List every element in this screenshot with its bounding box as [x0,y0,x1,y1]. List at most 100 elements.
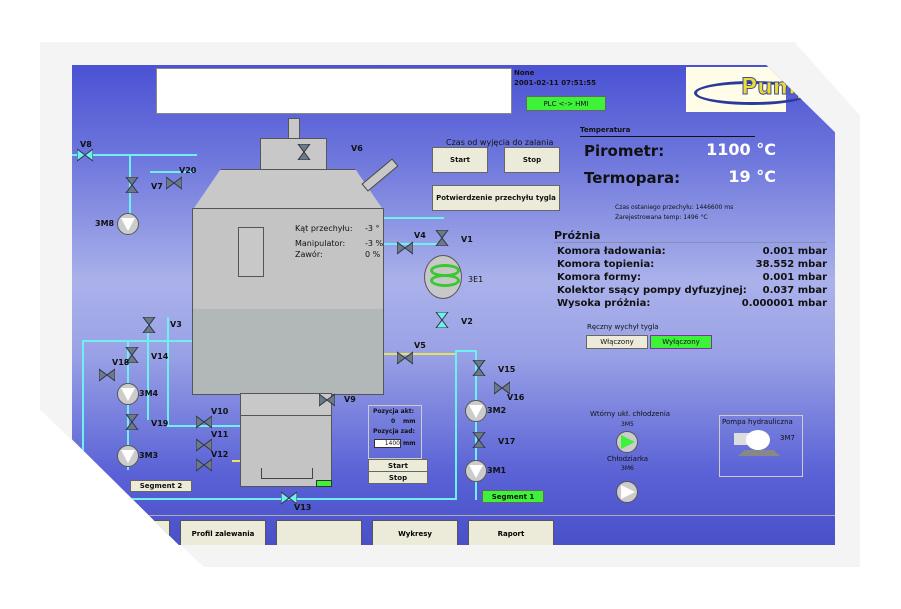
valve-v5[interactable] [397,351,413,365]
valve-v15[interactable] [472,360,486,376]
valve-v2[interactable] [435,312,449,328]
valve-label: V15 [498,365,516,374]
valve-v19[interactable] [125,414,139,430]
valve-v16[interactable] [494,381,510,395]
vacuum-label: Komora formy: [557,272,641,283]
valve-label: V2 [461,317,473,326]
hydraulic-pump-label: 3M7 [780,434,795,442]
pump-3m2[interactable] [465,400,487,422]
valve-v7[interactable] [125,177,139,193]
nav-profil-zalewania[interactable]: Profil zalewania [180,520,266,545]
chiller-pump-label: 3M6 [621,465,634,472]
valve-v13[interactable] [281,491,297,505]
valve-label: V11 [211,430,229,439]
timer-title: Czas od wyjęcia do zalania [446,138,554,147]
valve-v18[interactable] [99,368,115,382]
valve-v4[interactable] [397,241,413,255]
manual-tilt-on-button[interactable]: Włączony [586,335,648,349]
heater-3e1 [424,255,462,299]
plc-status: PLC <-> HMI [526,96,606,111]
cooling-pump-3m5[interactable] [616,431,638,453]
valve-v1[interactable] [435,230,449,246]
manipulator-value: -3 % [365,239,384,248]
chiller-pump-3m6[interactable] [616,481,638,503]
pump-3m4[interactable] [117,383,139,405]
vacuum-row: Wysoka próżnia:0.000001 mbar [557,298,827,309]
timer-stop-button[interactable]: Stop [504,147,560,173]
valve-v6-body [260,138,327,172]
furnace-lower [193,309,383,394]
pump-label: 3M3 [139,451,159,460]
logo: Pump [686,67,812,112]
manual-tilt-off-button[interactable]: Wyłączony [650,335,712,349]
tilt-label: Kąt przechyłu: [295,224,353,233]
valve-label: V18 [112,358,130,367]
valve-label: V8 [80,140,92,149]
valve-label: V17 [498,437,516,446]
termopara-value: 19 °C [728,167,776,186]
pump-3m8[interactable] [117,213,139,235]
nav-button-3[interactable] [276,520,362,545]
valve-v3[interactable] [142,317,156,333]
nav-wykresy[interactable]: Wykresy [372,520,458,545]
cooling-pump-label: 3M5 [621,421,634,428]
last-tilt-time: Czas ostaniego przechyłu: 1446600 ms [615,204,734,211]
mold-stop-button[interactable]: Stop [368,471,428,484]
pipe [475,350,477,500]
valve-label: V13 [294,503,312,512]
valve-label: V10 [211,407,229,416]
valve-label: V9 [344,395,356,404]
valve-v17[interactable] [472,432,486,448]
vacuum-row: Komora formy: 0.001 mbar [557,272,827,283]
valve-v12[interactable] [196,458,212,472]
valve-label: V1 [461,235,473,244]
valve-v8[interactable] [77,148,93,162]
furnace-body: Kąt przechyłu: -3 ° Manipulator: -3 % Za… [192,208,384,395]
pump-label: 3M8 [95,219,115,228]
vacuum-label: Komora ładowania: [557,246,666,257]
pump-label: 3M4 [139,389,159,398]
valve-label: V16 [507,393,525,402]
divider [554,242,826,243]
heater-label: 3E1 [468,275,484,284]
valve-label: V3 [170,320,182,329]
scada-panel: None 2001-02-11 07:51:55 PLC <-> HMI Pum… [72,65,835,545]
valve-label: V6 [351,144,363,153]
set-position-input[interactable]: 1400 [374,439,401,448]
vacuum-value: 0.001 mbar [762,272,827,283]
manipulator-label: Manipulator: [295,239,346,248]
vacuum-label: Kolektor ssący pompy dyfuzyjnej: [557,285,747,296]
nav-button-1[interactable] [92,520,170,545]
valve-label: V12 [211,450,229,459]
set-position-label: Pozycja zad: [373,428,415,435]
pipe [82,340,192,342]
valve-v9[interactable] [319,393,335,407]
pump-3m3[interactable] [117,445,139,467]
manual-tilt-title: Ręczny wychył tygla [587,323,659,331]
mold-indicator [316,480,332,487]
valve-v11[interactable] [196,438,212,452]
pump-3m1[interactable] [465,460,487,482]
valve-label: V4 [414,231,426,240]
valve-v14[interactable] [125,347,139,363]
confirm-tilt-button[interactable]: Potwierdzenie przechyłu tygla [432,185,560,211]
pipe [379,353,455,355]
valve-v20[interactable] [166,176,182,190]
vacuum-value: 38.552 mbar [755,259,827,270]
valve-v6[interactable] [297,144,311,160]
timer-start-button[interactable]: Start [432,147,488,173]
pipe [147,320,149,420]
hydraulic-pump-box[interactable]: Pompa hydrauliczna 3M7 [719,415,803,477]
vacuum-title: Próżnia [554,229,601,242]
nav-raport[interactable]: Raport [468,520,554,545]
valve-v10[interactable] [196,415,212,429]
vacuum-label: Komora topienia: [557,259,655,270]
vacuum-value: 0.000001 mbar [741,298,827,309]
pipe [127,340,129,470]
cooling-title: Wtórny ukł. chłodzenia [590,410,671,418]
valve-value: 0 % [365,250,381,259]
valve-label: Zawór: [295,250,323,259]
unit: mm [403,418,416,425]
pirometr-label: Pirometr: [584,142,665,160]
vacuum-row: Komora topienia: 38.552 mbar [557,259,827,270]
